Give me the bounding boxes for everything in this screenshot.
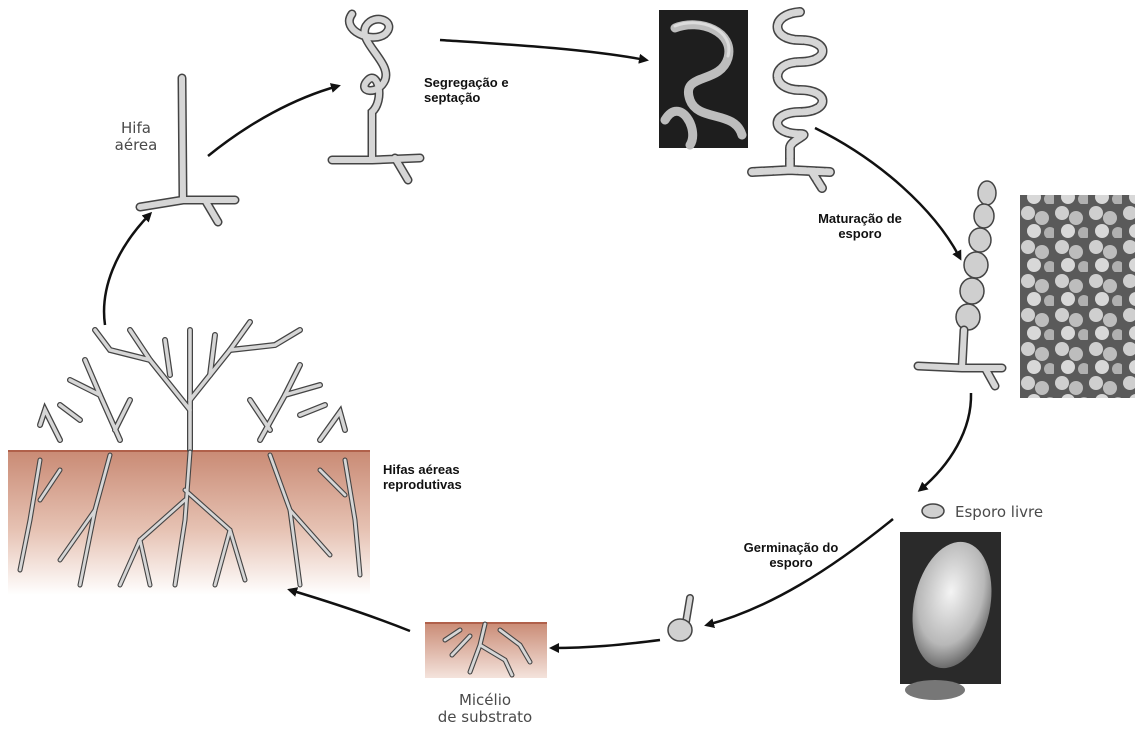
label-segregation: Segregação e septação bbox=[424, 76, 554, 106]
label-spore-maturation: Maturação de esporo bbox=[800, 212, 920, 242]
aerial-mycelium bbox=[40, 322, 345, 450]
arrow-to-small-mycelium bbox=[552, 640, 660, 648]
germinating-spore-drawing bbox=[668, 598, 692, 641]
arrow-to-germination bbox=[707, 519, 893, 625]
label-aerial-hypha: Hifa aérea bbox=[104, 120, 168, 155]
septated-spiral-drawing bbox=[752, 12, 830, 188]
arrow-to-aerial-hypha bbox=[104, 214, 150, 325]
arrow-to-septation bbox=[440, 40, 646, 60]
label-free-spore: Esporo livre bbox=[955, 504, 1065, 521]
arrow-to-free-spore bbox=[920, 393, 971, 490]
free-spore-drawing bbox=[922, 504, 944, 518]
label-substrate-mycelium: Micélio de substrato bbox=[405, 692, 565, 727]
spore-chain-micrograph bbox=[1020, 195, 1135, 398]
spore-chain-drawing bbox=[918, 181, 1002, 386]
label-reproductive-aerial-hyphae: Hifas aéreas reprodutivas bbox=[383, 463, 503, 493]
arrow-to-coiling bbox=[208, 86, 338, 156]
label-spore-germination: Germinação do esporo bbox=[735, 541, 847, 571]
coiling-hypha-drawing bbox=[332, 14, 420, 180]
coiled-spore-chain-micrograph bbox=[659, 10, 748, 148]
arrow-to-colony bbox=[290, 590, 410, 631]
substrate-mycelium-small bbox=[425, 622, 547, 678]
single-spore-micrograph bbox=[900, 532, 1002, 700]
